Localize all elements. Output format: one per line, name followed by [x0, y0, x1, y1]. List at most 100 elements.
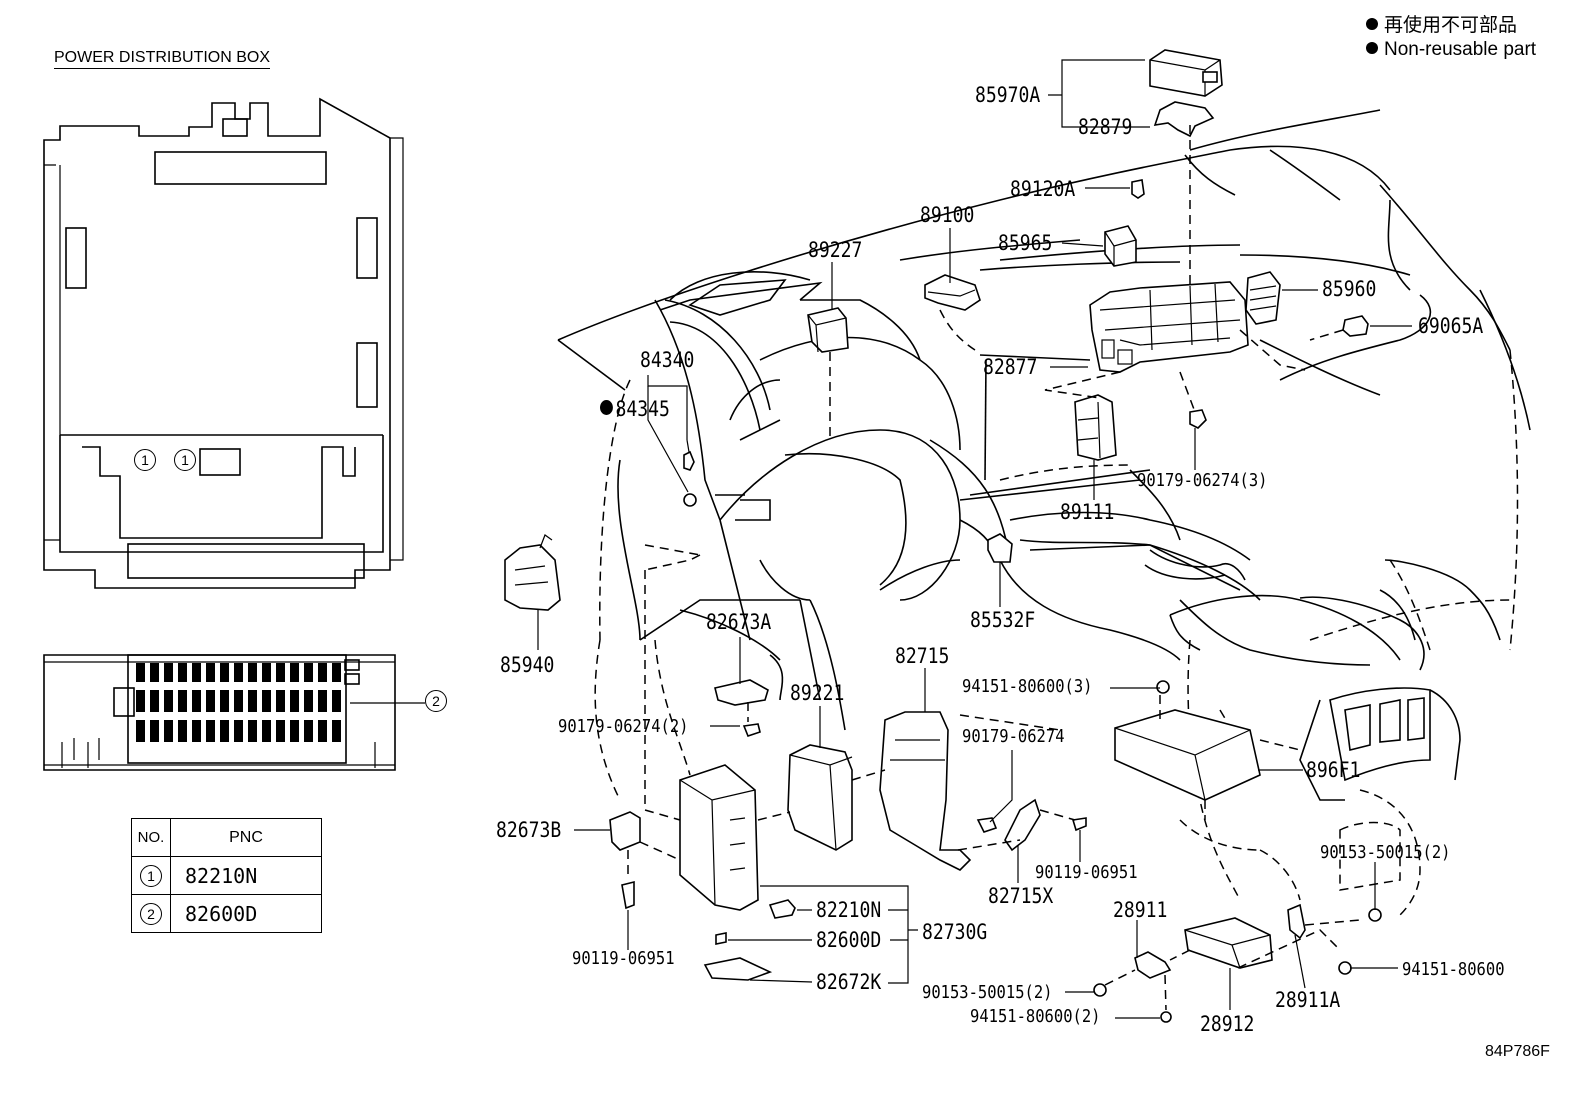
part-82600D: 82600D — [816, 928, 882, 952]
fuse-slot — [248, 690, 257, 712]
fuse-slot — [234, 663, 243, 682]
fuse-slot — [262, 690, 271, 712]
component-84345 — [683, 493, 697, 507]
component-28911 — [1134, 951, 1172, 979]
part-90179-06274-3: 90179-06274(3) — [1137, 470, 1268, 491]
fuse-slot — [220, 720, 229, 742]
part-82672K: 82672K — [816, 970, 882, 994]
circle-2-label: 2 — [425, 690, 447, 712]
table-row: 1 82210N — [131, 856, 322, 895]
drawing-code: 84P786F — [1485, 1043, 1550, 1060]
fuse-slot — [178, 690, 187, 712]
legend-dot-icon — [1366, 18, 1378, 30]
fuse-slot — [332, 690, 341, 712]
fuse-slot — [276, 720, 285, 742]
fuse-slot — [304, 720, 313, 742]
fuse-slot — [206, 720, 215, 742]
legend-jp: 再使用不可部品 — [1366, 16, 1517, 35]
component-bolt-90179-3 — [1189, 409, 1207, 429]
fuse-slot — [220, 690, 229, 712]
component-89221 — [787, 744, 853, 851]
fuse-slot — [220, 663, 229, 682]
fuse-slot — [136, 690, 145, 712]
legend-en-text: Non-reusable part — [1384, 39, 1537, 60]
part-82879: 82879 — [1078, 115, 1133, 139]
pnc-table: NO. PNC 1 82210N 2 82600D — [131, 818, 322, 933]
circle-mark-1: 1 — [134, 449, 156, 471]
component-85965 — [1104, 225, 1137, 267]
part-90179-06274: 90179-06274 — [962, 726, 1065, 747]
row-no-cell: 1 — [131, 856, 171, 895]
part-28911: 28911 — [1113, 898, 1168, 922]
power-distribution-box-title: POWER DISTRIBUTION BOX — [54, 50, 271, 69]
leader-lines — [537, 59, 1412, 1019]
part-89221: 89221 — [790, 681, 845, 705]
component-69065A — [1342, 315, 1369, 337]
fuse-slot — [290, 663, 299, 682]
part-896F1: 896F1 — [1306, 758, 1361, 782]
component-bolts-lower — [1093, 680, 1382, 1023]
row-no-cell: 2 — [131, 894, 171, 933]
part-28912: 28912 — [1200, 1012, 1255, 1036]
fuse-slot — [304, 690, 313, 712]
fuse-slot — [150, 720, 159, 742]
fuse-slot — [192, 663, 201, 682]
part-82715X: 82715X — [988, 884, 1054, 908]
component-bolt-90179-single — [976, 817, 998, 833]
fuse-slot — [234, 720, 243, 742]
legend-en: Non-reusable part — [1366, 40, 1536, 59]
circle-1b-label: 1 — [174, 449, 196, 471]
component-82715X — [1004, 798, 1041, 852]
part-89100: 89100 — [920, 203, 975, 227]
component-84340 — [683, 439, 695, 471]
fuse-slot — [206, 663, 215, 682]
row-no: 2 — [140, 902, 162, 925]
fuse-slot — [248, 720, 257, 742]
part-85940: 85940 — [500, 653, 555, 677]
fuse-slot — [304, 663, 313, 682]
part-84345-text: 84345 — [615, 397, 670, 421]
fuse-slot — [136, 720, 145, 742]
fuse-grid — [136, 663, 341, 742]
circle-mark-2: 2 — [425, 690, 447, 712]
component-82730G — [679, 764, 759, 911]
component-28911A — [1287, 903, 1306, 940]
component-82877 — [1089, 281, 1249, 373]
part-82673B: 82673B — [496, 818, 562, 842]
row-pnc: 82210N — [170, 856, 322, 895]
fuse-slot — [248, 663, 257, 682]
part-90119-06951-left: 90119-06951 — [572, 948, 675, 969]
part-82673A: 82673A — [706, 610, 772, 634]
fuse-slot — [290, 690, 299, 712]
part-94151-80600-2: 94151-80600(2) — [970, 1006, 1101, 1027]
fuse-slot — [276, 663, 285, 682]
component-85532F — [987, 533, 1013, 563]
part-90153-50015-2: 90153-50015(2) — [922, 982, 1053, 1003]
part-89120A: 89120A — [1010, 177, 1076, 201]
part-89111: 89111 — [1060, 500, 1115, 524]
fuse-slot — [290, 720, 299, 742]
fuse-slot — [262, 720, 271, 742]
fuse-slot — [318, 663, 327, 682]
component-clip-90179-2 — [742, 723, 761, 737]
row-no: 1 — [140, 864, 162, 887]
part-28911A: 28911A — [1275, 988, 1341, 1012]
component-89100 — [924, 274, 981, 311]
component-bolt-90119-right — [1071, 817, 1087, 832]
fuse-slot — [192, 690, 201, 712]
part-90119-06951-right: 90119-06951 — [1035, 862, 1138, 883]
fuse-slot — [178, 663, 187, 682]
fuse-slot — [276, 690, 285, 712]
part-94151-80600: 94151-80600 — [1402, 959, 1505, 980]
part-69065A: 69065A — [1418, 314, 1484, 338]
fuse-slot — [318, 720, 327, 742]
fuse-slot — [318, 690, 327, 712]
component-82715 — [879, 711, 972, 871]
fuse-slot — [206, 690, 215, 712]
non-reusable-dot-icon — [600, 400, 613, 415]
component-89111 — [1074, 394, 1117, 461]
fuse-slot — [262, 663, 271, 682]
part-84345: 84345 — [600, 399, 670, 420]
component-82673B — [609, 811, 641, 851]
